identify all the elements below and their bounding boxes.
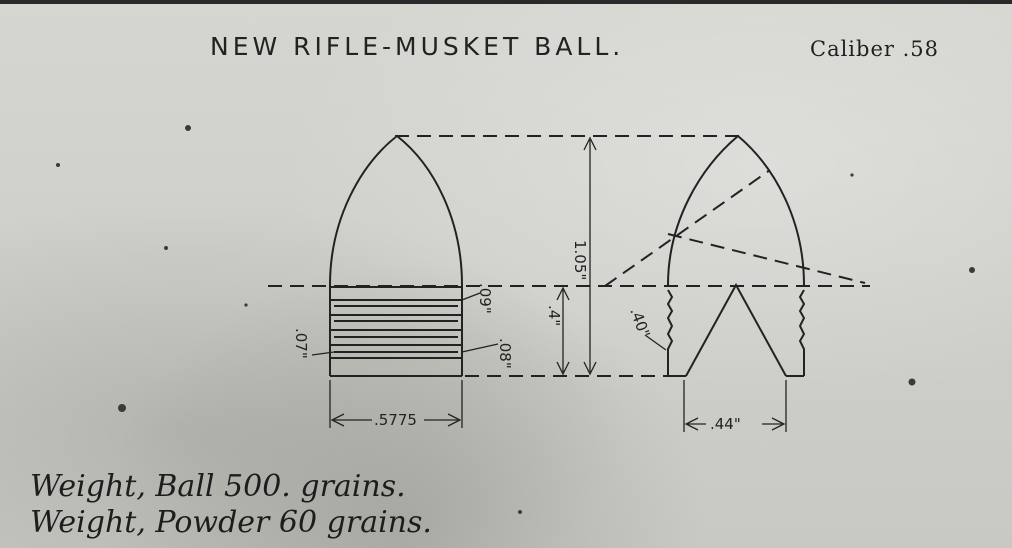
- length-dimension: 1.05": [571, 136, 597, 376]
- bullet-nose: [329, 134, 463, 286]
- cavity-width-label: .44": [710, 415, 741, 433]
- paper-specks: [56, 125, 975, 514]
- section-left-grooves: [666, 289, 674, 376]
- diameter-label: .5775: [374, 411, 417, 429]
- length-label: 1.05": [571, 240, 589, 280]
- diameter-dimension: .5775: [329, 380, 463, 429]
- cavity-width-dimension: .44": [683, 380, 787, 433]
- groove-top-label: .09": [476, 283, 494, 314]
- diagram-title: NEW RIFLE-MUSKET BALL.: [210, 32, 624, 61]
- cavity-angle-line-lower: [667, 233, 866, 284]
- caliber-label: Caliber .58: [810, 37, 939, 61]
- section-right-grooves: [798, 289, 806, 376]
- bullet-side-view: [329, 134, 463, 377]
- top-border: [0, 0, 1012, 4]
- powder-weight-note: Weight, Powder 60 grains.: [30, 505, 432, 540]
- base-height-dimension: .4": [545, 286, 570, 376]
- ball-weight-note: Weight, Ball 500. grains.: [30, 469, 406, 504]
- hollow-base-cavity: [685, 282, 787, 377]
- bullet-section-view: [604, 134, 866, 377]
- groove-left-label: .07": [292, 328, 310, 359]
- cavity-angle-line-upper: [604, 169, 771, 287]
- section-nose: [667, 134, 805, 286]
- groove-bottom-label: .08": [496, 338, 514, 369]
- cavity-angle-label: .40": [626, 305, 653, 340]
- base-height-label: .4": [545, 305, 563, 326]
